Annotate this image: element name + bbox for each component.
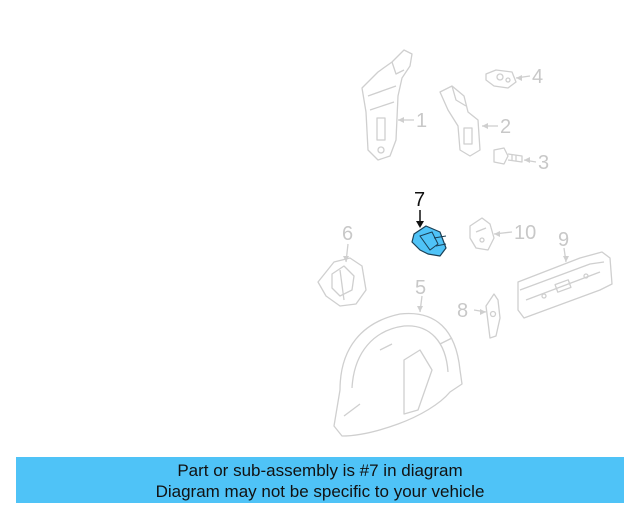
part-8-plate bbox=[485, 293, 501, 339]
callout-5: 5 bbox=[415, 277, 426, 299]
part-6-bracket bbox=[317, 257, 367, 307]
callout-9: 9 bbox=[558, 229, 569, 251]
callout-7: 7 bbox=[414, 189, 425, 211]
callout-1: 1 bbox=[416, 110, 427, 132]
banner-line-2: Diagram may not be specific to your vehi… bbox=[155, 482, 485, 501]
callout-2: 2 bbox=[500, 116, 511, 138]
part-1-pillar-bracket bbox=[361, 49, 413, 161]
callout-10: 10 bbox=[514, 222, 536, 244]
part-9-rail bbox=[517, 251, 613, 319]
callout-3: 3 bbox=[538, 152, 549, 174]
part-7-highlighted-bracket bbox=[411, 210, 447, 257]
info-banner: Part or sub-assembly is #7 in diagram Di… bbox=[16, 457, 624, 503]
leader-arrowheads bbox=[343, 75, 569, 315]
part-5-wheelhouse bbox=[333, 312, 463, 437]
part-2-bracket bbox=[439, 85, 481, 157]
part-4-clip bbox=[485, 69, 517, 89]
banner-line-1: Part or sub-assembly is #7 in diagram bbox=[177, 461, 463, 480]
part-3-bolt bbox=[493, 147, 523, 165]
parts-diagram: 1 2 3 4 5 6 7 8 9 10 bbox=[317, 49, 613, 437]
part-10-clip bbox=[469, 217, 495, 251]
callout-6: 6 bbox=[342, 223, 353, 245]
callout-8: 8 bbox=[457, 300, 468, 322]
callout-4: 4 bbox=[532, 66, 543, 88]
